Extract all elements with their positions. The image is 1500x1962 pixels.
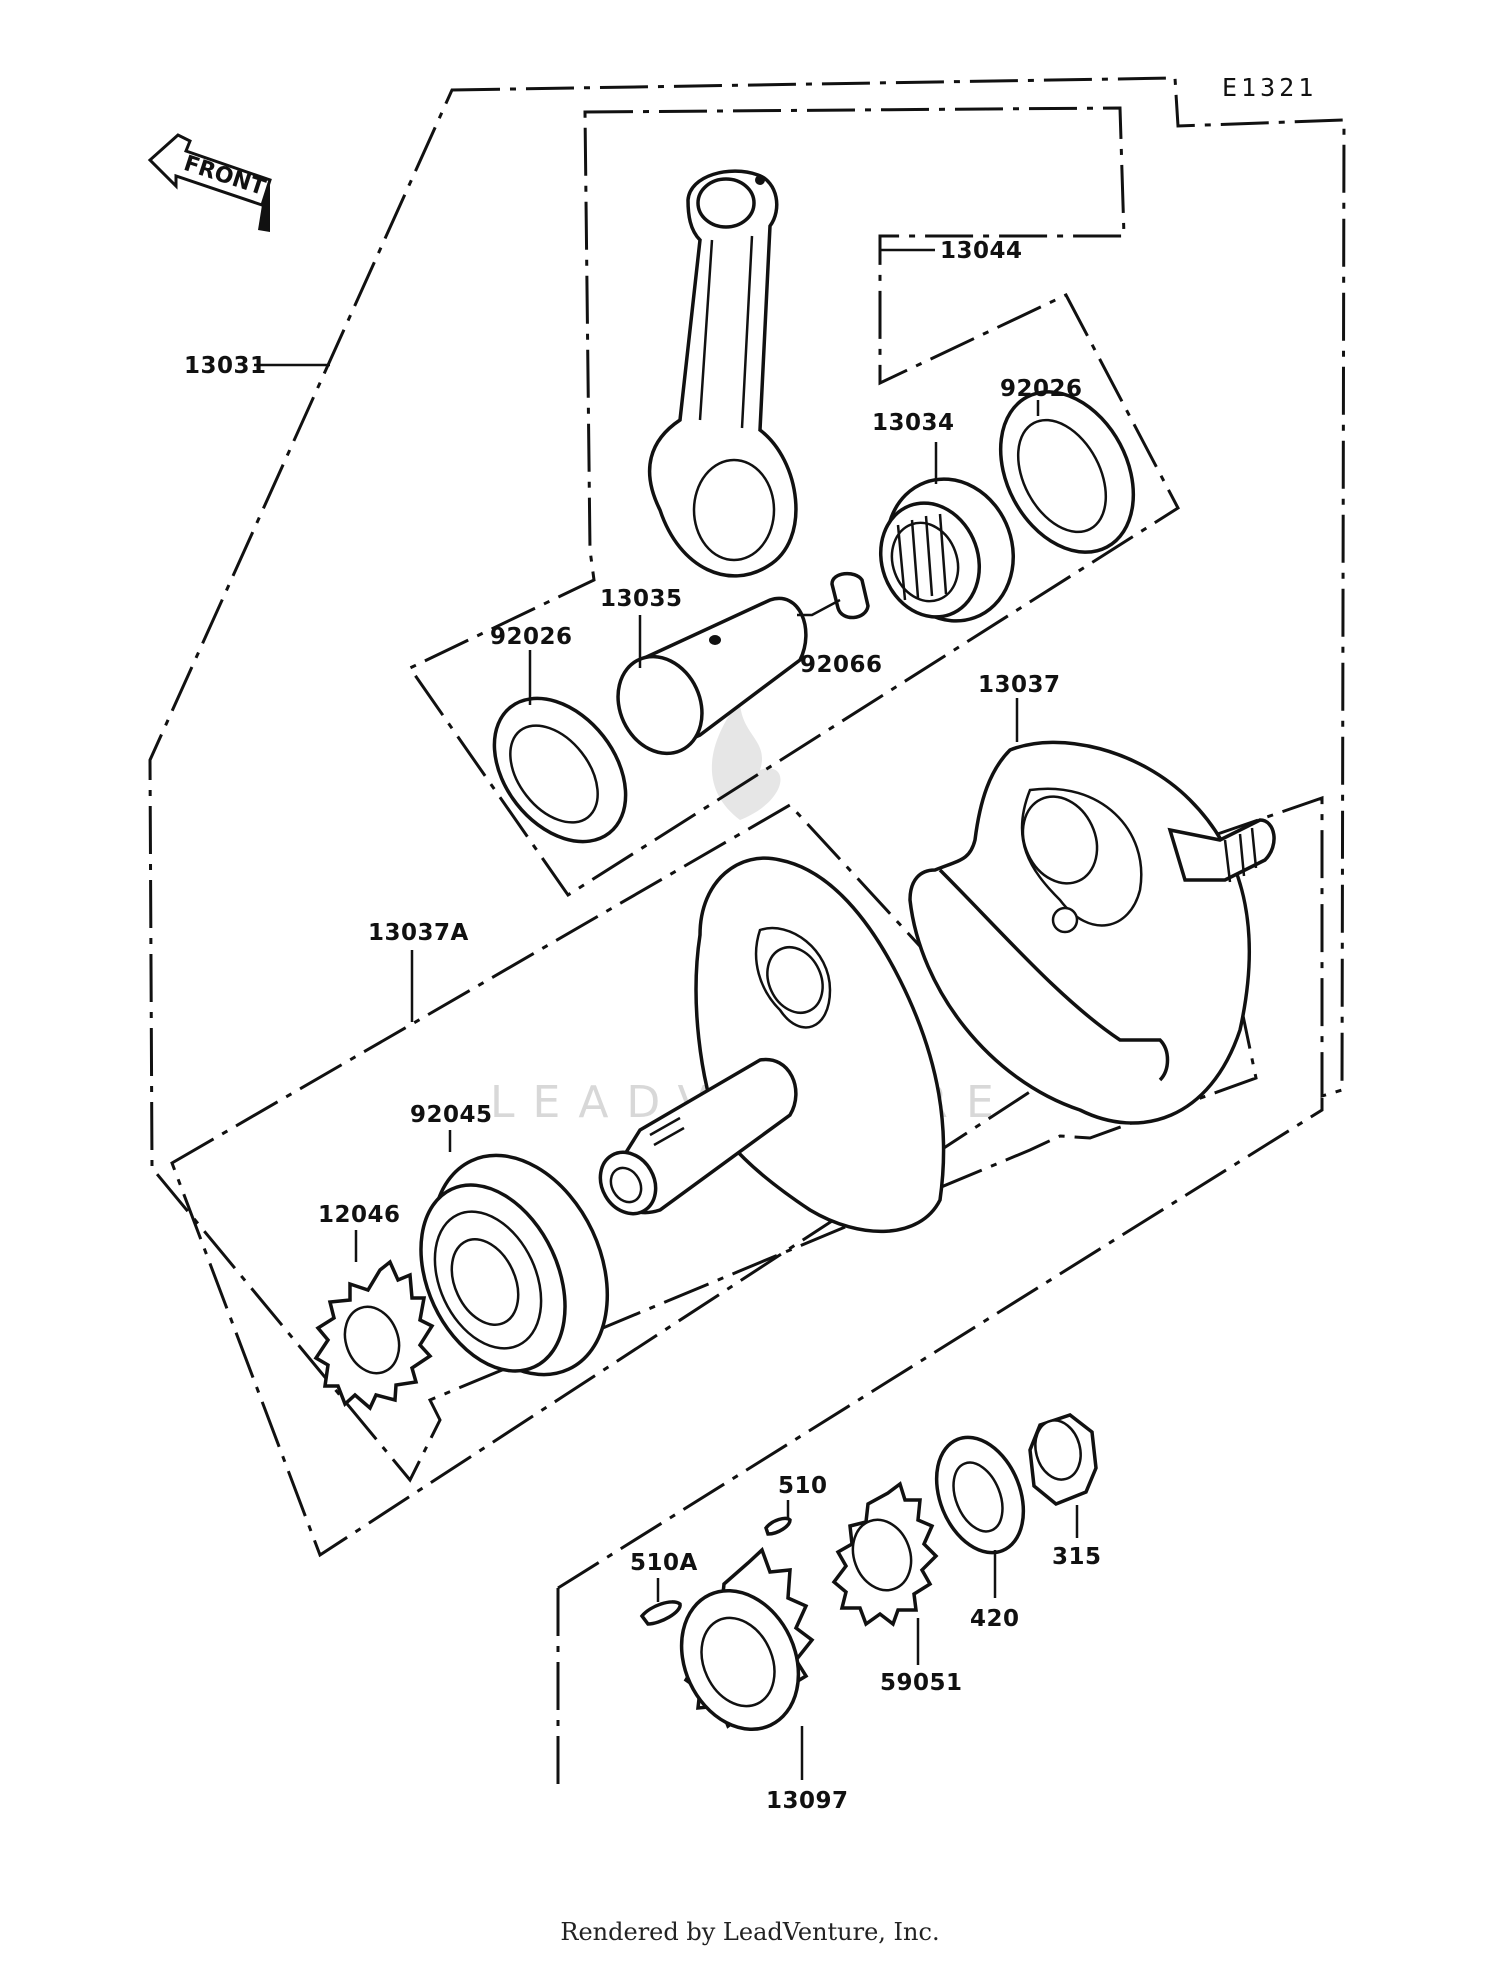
label-13031: 13031 [184, 353, 267, 379]
balancer-gear [831, 1481, 939, 1627]
assembly-outline-13037A [170, 803, 1048, 1558]
label-13034: 13034 [872, 410, 955, 436]
label-13037: 13037 [978, 672, 1061, 698]
front-arrow-icon: FRONT [147, 133, 272, 232]
timing-sprocket [313, 1259, 435, 1411]
part-labels: 13031 13044 13034 92026 13035 92066 9202… [184, 238, 1102, 1814]
thrust-washer-left [492, 696, 628, 844]
assembly-outline-gears [557, 1098, 1324, 1590]
label-92066: 92066 [800, 652, 883, 678]
label-92045: 92045 [410, 1102, 493, 1128]
label-315: 315 [1052, 1544, 1102, 1570]
label-59051: 59051 [880, 1670, 963, 1696]
label-510: 510 [778, 1473, 828, 1499]
thrust-washer-top [998, 390, 1136, 554]
lock-washer [934, 1435, 1026, 1555]
crankshaft-left [598, 856, 946, 1234]
crank-pin [616, 596, 808, 756]
label-13044: 13044 [940, 238, 1023, 264]
crankshaft-right [908, 740, 1276, 1125]
label-13097: 13097 [766, 1788, 849, 1814]
label-510A: 510A [630, 1550, 698, 1576]
primary-gear [679, 1546, 815, 1732]
label-92026-top: 92026 [1000, 376, 1083, 402]
plug [830, 571, 870, 620]
connecting-rod [647, 169, 798, 578]
leader-lines [254, 248, 1079, 1780]
assembly-outline-13044 [407, 106, 1180, 898]
ball-bearing [419, 1153, 610, 1377]
woodruff-key-510 [764, 1516, 792, 1536]
label-13035: 13035 [600, 586, 683, 612]
needle-bearing [878, 477, 1016, 623]
diagram-code: E1321 [1222, 73, 1317, 102]
label-92026-left: 92026 [490, 624, 573, 650]
hex-nut [1028, 1413, 1098, 1507]
label-420: 420 [970, 1606, 1020, 1632]
label-12046: 12046 [318, 1202, 401, 1228]
footer-credit: Rendered by LeadVenture, Inc. [560, 1918, 940, 1946]
woodruff-key-510A [639, 1600, 682, 1626]
label-13037A: 13037A [368, 920, 469, 946]
